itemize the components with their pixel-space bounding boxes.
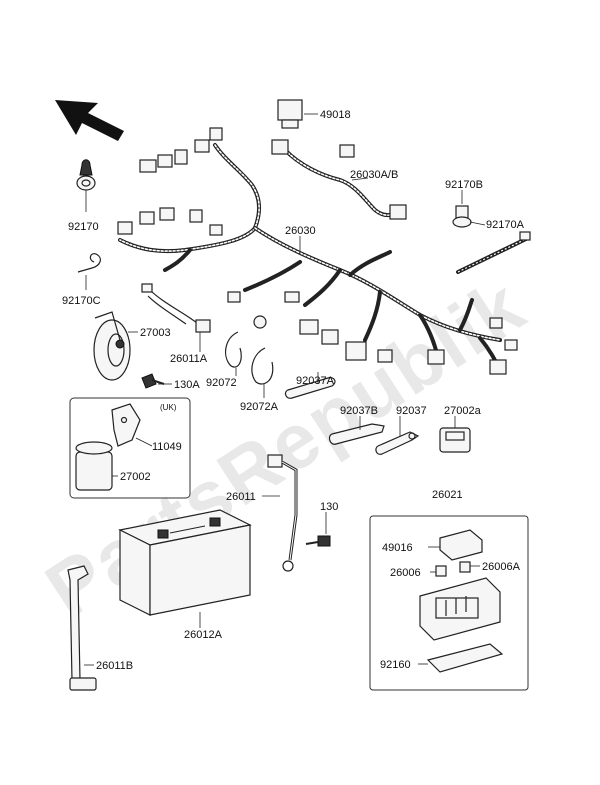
- label-92037: 92037: [396, 405, 427, 417]
- bracket-92037: [375, 431, 420, 455]
- label-26006: 26006: [390, 567, 421, 579]
- label-26030ab: 26030A/B: [350, 169, 398, 181]
- clip-92170b: [452, 205, 472, 228]
- sub-harness-26030ab: [271, 139, 407, 220]
- label-130: 130: [320, 501, 338, 513]
- label-92160: 92160: [380, 659, 411, 671]
- band-92072: [224, 331, 242, 368]
- bracket-92037b: [328, 423, 385, 445]
- uk-note: (UK): [160, 403, 177, 412]
- lead-26011a: [141, 283, 211, 333]
- label-26012a: 26012A: [184, 629, 223, 641]
- bolt-130a: [141, 373, 165, 389]
- label-27002a: 27002a: [444, 405, 482, 417]
- uk-detail-box: (UK): [69, 397, 191, 499]
- lead-26011: [267, 454, 298, 572]
- part-labels: 49018 26030A/B 92170 92170B 92170A 26030…: [62, 109, 525, 672]
- clamp-92170c: [77, 253, 101, 273]
- label-27003: 27003: [140, 327, 171, 339]
- label-92170b: 92170B: [445, 179, 483, 191]
- label-26011a: 26011A: [170, 353, 208, 365]
- label-26011: 26011: [226, 491, 256, 503]
- horn-27003: [93, 311, 131, 381]
- band-92072a: [251, 347, 274, 385]
- main-wiring-harness: [117, 127, 518, 375]
- label-26021: 26021: [432, 489, 463, 501]
- label-92037b: 92037B: [340, 405, 378, 417]
- relay-49018: [277, 99, 303, 129]
- clamp-92170: [76, 159, 96, 191]
- label-26030: 26030: [285, 225, 316, 237]
- label-92037a: 92037A: [296, 375, 335, 387]
- leader-lines: [84, 113, 486, 666]
- battery-26012a: [118, 509, 252, 616]
- label-11049: 11049: [152, 441, 182, 453]
- bracket-92037a: [284, 377, 336, 399]
- label-130a: 130A: [174, 379, 200, 391]
- label-92072: 92072: [206, 377, 237, 389]
- label-92170c: 92170C: [62, 295, 101, 307]
- label-49016: 49016: [382, 542, 413, 554]
- label-92170a: 92170A: [486, 219, 525, 231]
- label-27002: 27002: [120, 471, 151, 483]
- cable-26011b: [67, 565, 97, 691]
- cable-tie-92170a: [456, 231, 531, 274]
- bolt-130: [305, 535, 331, 547]
- label-92072a: 92072A: [240, 401, 279, 413]
- relay-27002a: [439, 427, 471, 453]
- label-92170: 92170: [68, 221, 99, 233]
- label-26006a: 26006A: [482, 561, 521, 573]
- front-direction-arrow-icon: [55, 100, 124, 141]
- label-26011b: 26011B: [96, 660, 133, 672]
- fuse-box-detail: [369, 515, 529, 691]
- label-49018: 49018: [320, 109, 351, 121]
